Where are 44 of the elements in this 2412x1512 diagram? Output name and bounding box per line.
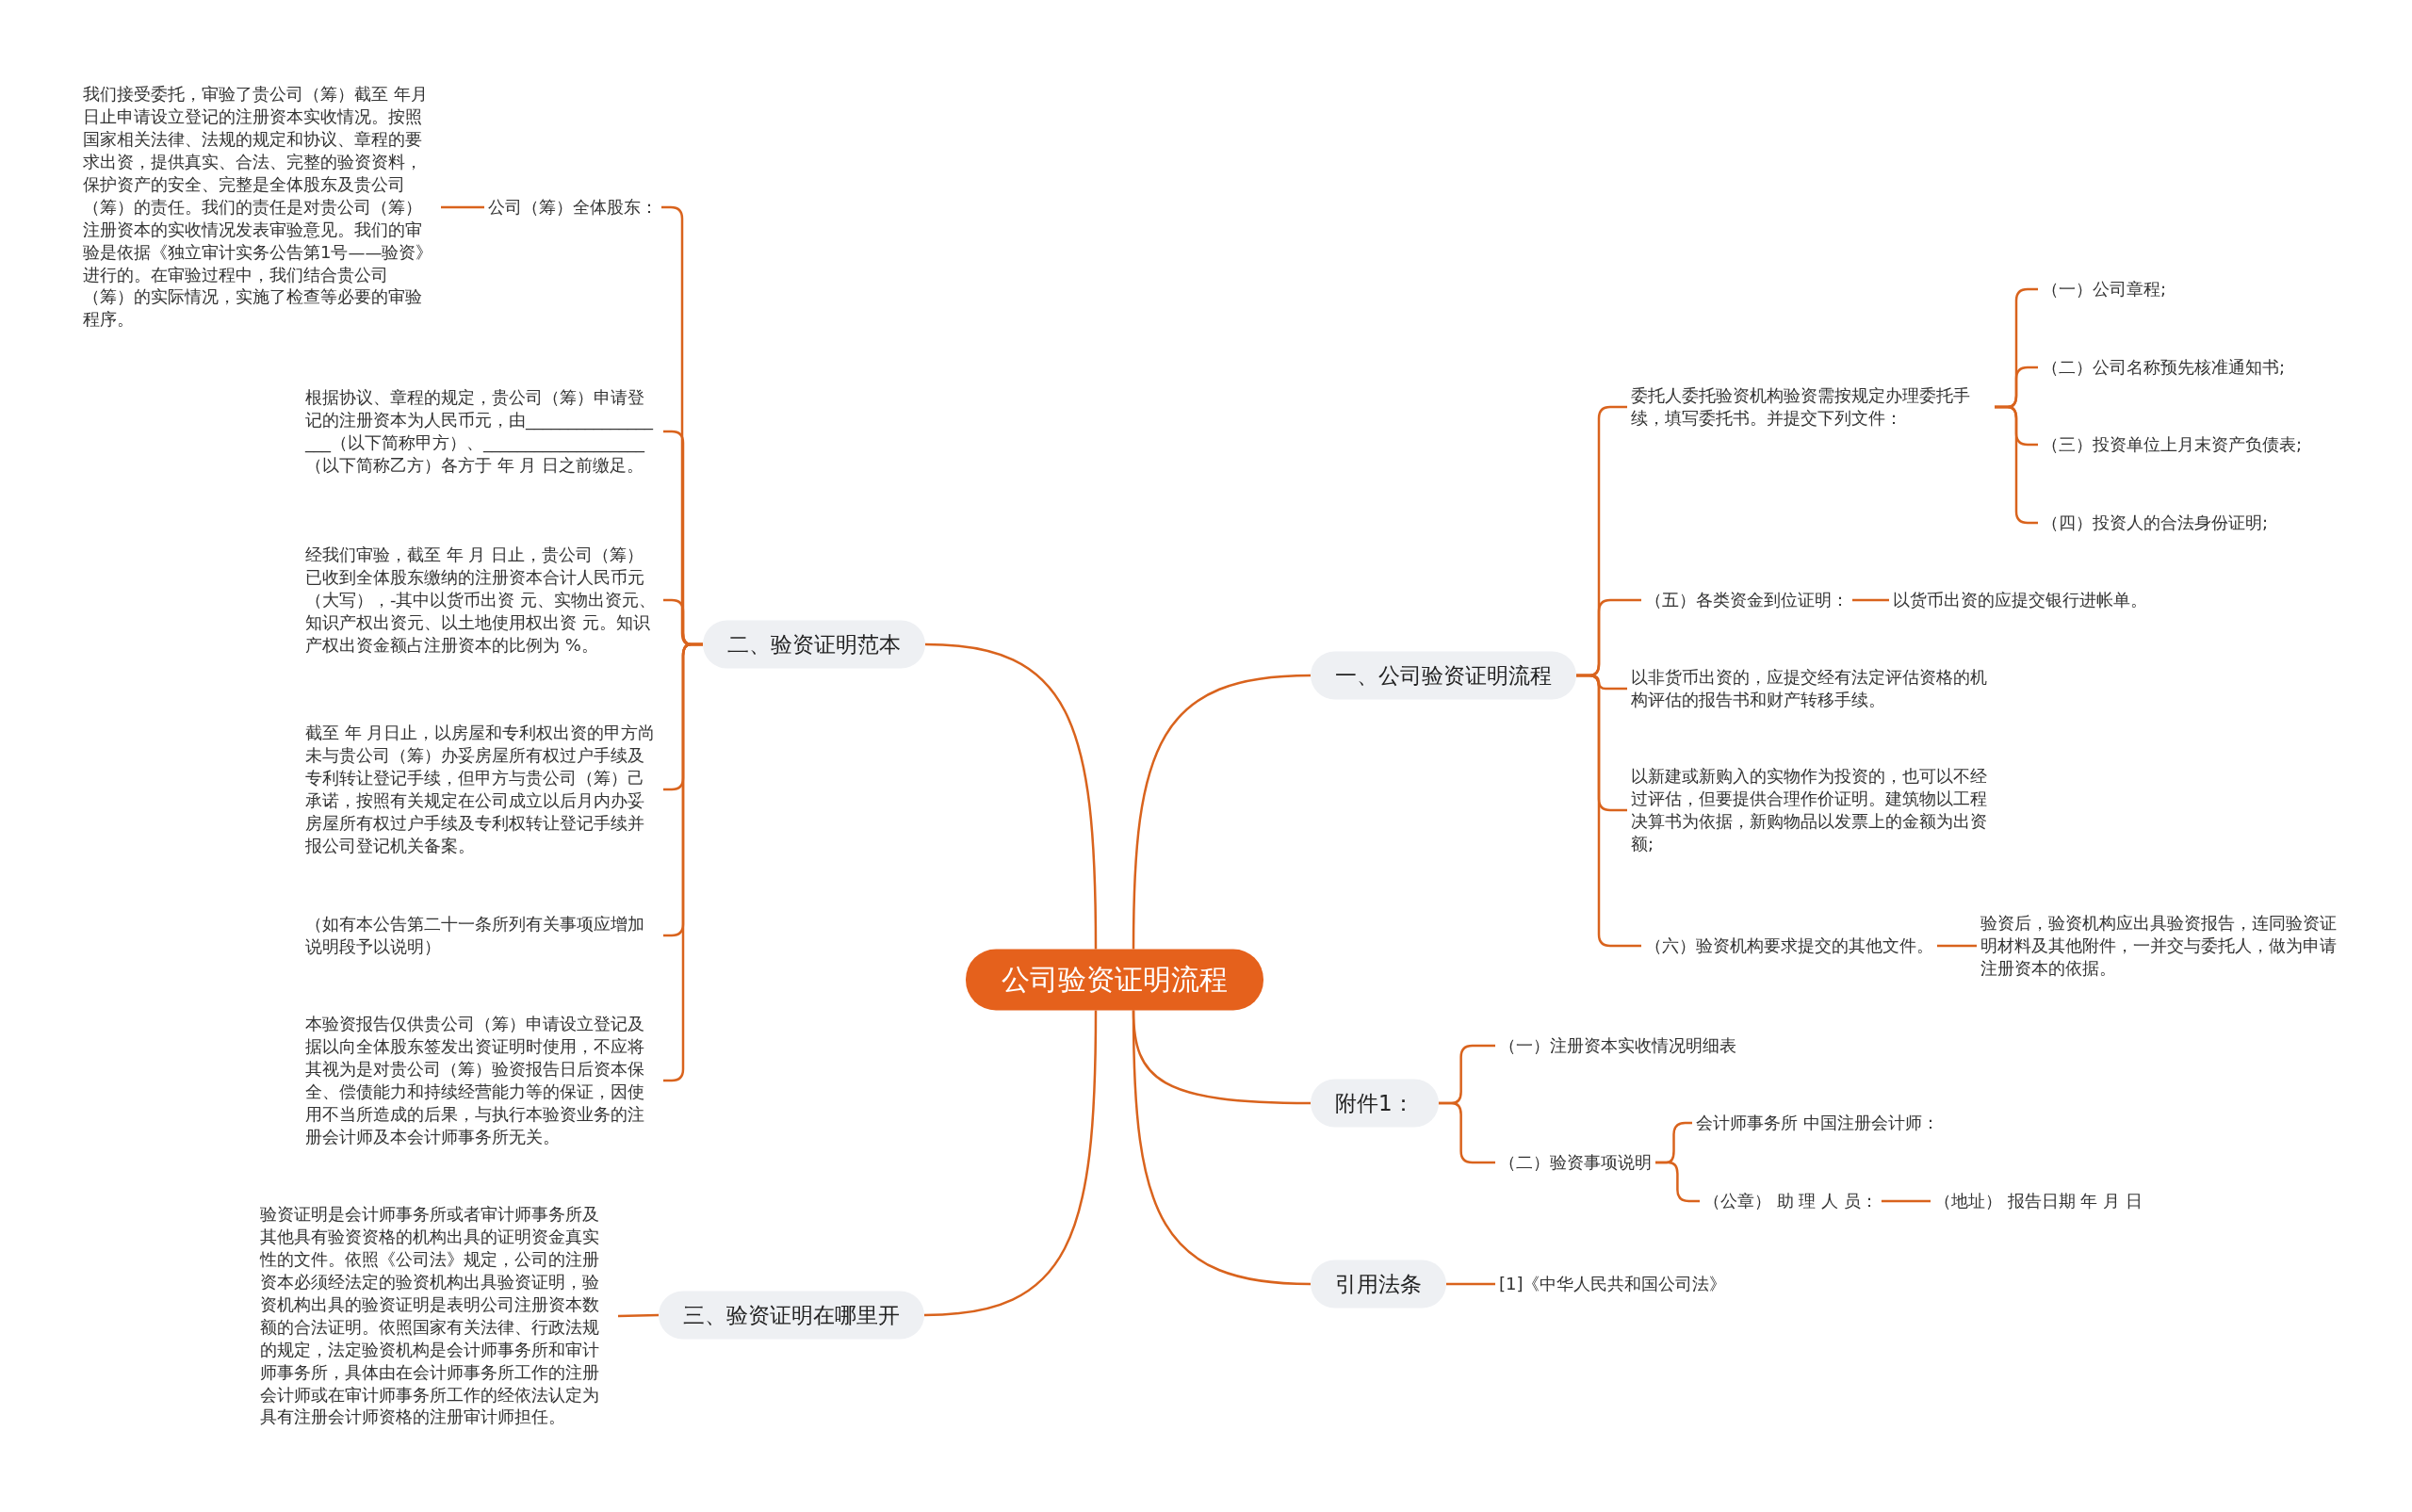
branch-topic: 一、公司验资证明流程 (1311, 651, 1576, 700)
topic-text: （二）公司名称预先核准通知书; (2038, 353, 2290, 382)
topic-text: 本验资报告仅供贵公司（筹）申请设立登记及据以向全体股东签发出资证明时使用，不应将其视为是对贵公司（筹）验资报告日后资本保全、偿债能力和持续经营能力等的保证，因使用不当所造成的后果，与执行本验资业务的注册会计师及本会计师事务所无关。 (302, 1010, 663, 1151)
topic-text: 以新建或新购入的实物作为投资的，也可以不经过评估，但要提供合理作价证明。建筑物以工程决算书为依据，新购物品以发票上的金额为出资额; (1627, 762, 1995, 858)
connector-line (923, 1010, 1098, 1317)
connector-line (1852, 598, 1889, 602)
topic-text: [1]《中华人民共和国公司法》 (1495, 1270, 1731, 1298)
topic-text: （六）验资机构要求提交的其他文件。 (1641, 932, 1937, 960)
branch-topic: 附件1： (1311, 1079, 1439, 1128)
topic-text: 以非货币出资的，应提交经有法定评估资格的机构评估的报告书和财产转移手续。 (1627, 663, 1995, 714)
connector-line (441, 205, 484, 209)
branch-topic: 三、验资证明在哪里开 (659, 1291, 924, 1340)
topic-text: 经我们审验，截至 年 月 日止，贵公司（筹）已收到全体股东缴纳的注册资本合计人民币元（大写），-其中以货币出资 元、实物出资元、知识产权出资元、以土地使用权出资 元。知识产权出资金额占注册资本的比例为 %。 (302, 541, 663, 659)
topic-text: 会计师事务所 中国注册会计师： (1692, 1109, 1943, 1137)
topic-text: 以货币出资的应提交银行进帐单。 (1889, 586, 2151, 614)
topic-text: （二）验资事项说明 (1495, 1148, 1655, 1177)
connector-line (1655, 1161, 1700, 1203)
central-topic: 公司验资证明流程 (966, 949, 1263, 1011)
topic-text: 验资后，验资机构应出具验资报告，连同验资证明材料及其他附件，一并交与委托人，做为申请注册资本的依据。 (1977, 909, 2344, 983)
topic-text: （公章） 助 理 人 员： (1700, 1187, 1882, 1215)
connector-line (1576, 674, 1641, 948)
topic-text: （一）注册资本实收情况明细表 (1495, 1032, 1740, 1060)
connector-line (1937, 944, 1977, 948)
connector-line (617, 1313, 660, 1318)
connector-line (1132, 1010, 1312, 1286)
topic-text: 委托人委托验资机构验资需按规定办理委托手续，填写委托书。并提交下列文件： (1627, 382, 1995, 432)
branch-topic: 引用法条 (1311, 1260, 1446, 1309)
topic-text: （五）各类资金到位证明： (1641, 586, 1852, 614)
topic-text: （地址） 报告日期 年 月 日 (1931, 1187, 2146, 1215)
connector-line (1132, 674, 1312, 950)
topic-text: 我们接受委托，审验了贵公司（筹）截至 年月日止申请设立登记的注册资本实收情况。按照国家相关法律、法规的规定和协议、章程的要求出资，提供真实、合法、完整的验资资料，保护资产的安全、完整是全体股东及贵公司（筹）的责任。我们的责任是对贵公司（筹）注册资本的实收情况发表审验意见。我们的审验是依据《独立审计实务公告第1号——验资》进行的。在审验过程中，我们结合贵公司（筹）的实际情况，实施了检查等必要的审验程序。 (79, 80, 441, 334)
topic-text: 根据协议、章程的规定，贵公司（筹）申请登记的注册资本为人民币元，由__________________（以下简称甲方）、___________________（以下简称乙方）各方于 年 月 日之前缴足。 (302, 383, 663, 480)
topic-text: 截至 年 月日止，以房屋和专利权出资的甲方尚未与贵公司（筹）办妥房屋所有权过户手续及专利转让登记手续，但甲方与贵公司（筹）己承诺，按照有关规定在公司成立以后月内办妥房屋所有权过户手续及专利权转让登记手续并报公司登记机关备案。 (302, 719, 663, 860)
topic-text: （三）投资单位上月末资产负债表; (2038, 431, 2306, 459)
connector-line (1438, 1101, 1495, 1164)
connector-line (1446, 1282, 1495, 1286)
topic-text: （四）投资人的合法身份证明; (2038, 509, 2273, 537)
branch-topic: 二、验资证明范本 (703, 620, 925, 669)
topic-text: 验资证明是会计师事务所或者审计师事务所及其他具有验资资格的机构出具的证明资金真实性的文件。依照《公司法》规定，公司的注册资本必须经法定的验资机构出具验资证明，验资机构出具的验资证明是表明公司注册资本数额的合法证明。依照国家有关法律、行政法规的规定，法定验资机构是会计师事务所和审计师事务所，具体由在会计师事务所工作的注册会计师或在审计师事务所工作的经依法认定为具有注册会计师资格的注册审计师担任。 (256, 1200, 618, 1432)
topic-text: 公司（筹）全体股东： (484, 193, 661, 221)
topic-text: （一）公司章程; (2038, 275, 2171, 303)
connector-line (924, 642, 1098, 950)
topic-text: （如有本公告第二十一条所列有关事项应增加说明段予以说明） (302, 910, 663, 961)
connector-line (1881, 1199, 1931, 1203)
